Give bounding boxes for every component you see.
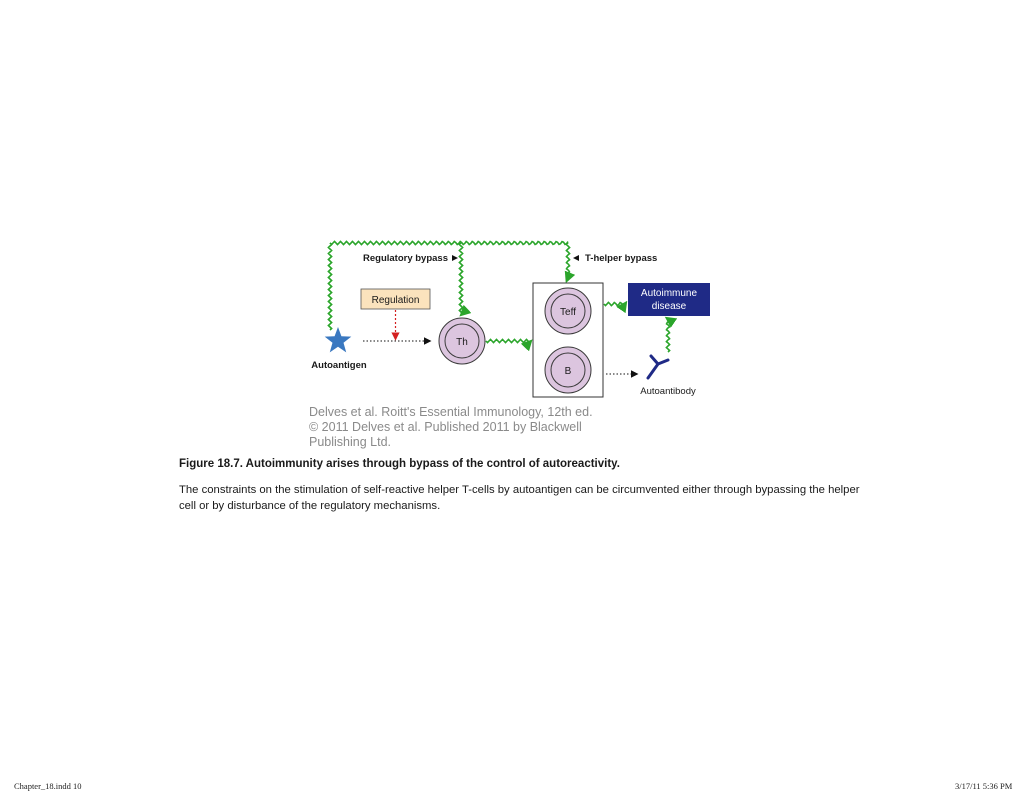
footer-timestamp: 3/17/11 5:36 PM (955, 781, 1013, 791)
th-label: Th (456, 337, 468, 348)
figure-caption-title: Figure 18.7. Autoimmunity arises through… (179, 458, 620, 470)
figure-caption-body: The constraints on the stimulation of se… (179, 484, 860, 512)
regulatory-bypass-drop-path (458, 242, 472, 317)
autoimmune-disease-box: Autoimmune disease (628, 283, 710, 316)
credit-line-3: Publishing Ltd. (309, 435, 392, 449)
regulatory-bypass-pointer-icon (452, 255, 458, 261)
autoimmune-disease-line2: disease (652, 301, 687, 312)
bypass-pathways (327, 240, 678, 353)
effector-cells-box (532, 282, 604, 398)
regulation-label: Regulation (372, 295, 420, 306)
antibody-icon (646, 354, 670, 380)
b-label: B (565, 366, 572, 377)
t-helper-bypass-label: T-helper bypass (585, 253, 657, 264)
autoimmune-disease-line1: Autoimmune (641, 288, 698, 299)
credit-line-1: Delves et al. Roitt's Essential Immunolo… (309, 405, 593, 419)
footer-file-name: Chapter_18.indd 10 (14, 781, 82, 791)
th-to-box-path (485, 338, 533, 352)
teff-to-disease-path (603, 300, 628, 314)
star-icon (324, 327, 352, 353)
regulation-box: Regulation (360, 288, 431, 310)
top-run-path (329, 240, 569, 246)
b-cell: B (544, 346, 592, 394)
copyright-credit: Delves et al. Roitt's Essential Immunolo… (309, 405, 629, 450)
t-helper-bypass-drop-path (564, 242, 576, 284)
autoantibody-label: Autoantibody (640, 386, 696, 397)
antibody-to-disease-path (664, 316, 678, 353)
teff-cell: Teff (544, 287, 592, 335)
autoantigen-rise-path (327, 242, 333, 331)
regulatory-bypass-label: Regulatory bypass (363, 253, 448, 264)
autoantigen-label: Autoantigen (311, 360, 367, 371)
t-helper-bypass-pointer-icon (573, 255, 579, 261)
credit-line-2: © 2011 Delves et al. Published 2011 by B… (309, 420, 582, 434)
teff-label: Teff (560, 307, 576, 318)
th-cell: Th (438, 317, 486, 365)
